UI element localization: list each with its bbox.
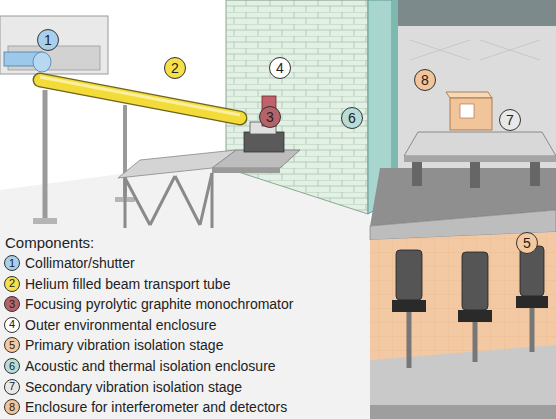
legend-row: 3 Focusing pyrolytic graphite monochromat… (4, 294, 293, 314)
legend-text: Acoustic and thermal isolation enclosure (25, 359, 276, 373)
legend-swatch: 4 (4, 317, 20, 333)
legend-text: Focusing pyrolytic graphite monochromato… (25, 297, 293, 311)
legend-heading: Components: (5, 234, 94, 252)
callout-number: 6 (341, 107, 363, 129)
legend-row: 7 Secondary vibration isolation stage (4, 377, 242, 397)
legend-row: 8 Enclosure for interferometer and detect… (4, 397, 287, 417)
callout-number: 5 (516, 232, 538, 254)
callout-number: 7 (9, 381, 15, 392)
callout-number: 7 (499, 109, 521, 131)
callout-number: 4 (269, 57, 291, 79)
legend-swatch: 5 (4, 337, 20, 353)
legend-text: Enclosure for interferometer and detecto… (25, 400, 287, 414)
legend-row: 1 Collimator/shutter (4, 253, 135, 273)
callout-number: 6 (9, 361, 15, 372)
callout-number: 4 (9, 319, 15, 330)
legend-text: Secondary vibration isolation stage (25, 380, 242, 394)
callout-number: 1 (9, 258, 15, 269)
callout-number: 8 (414, 69, 436, 91)
legend-text: Outer environmental enclosure (25, 318, 216, 332)
legend-swatch: 1 (4, 255, 20, 271)
callout-number: 8 (9, 402, 15, 413)
callout-number: 2 (164, 57, 186, 79)
legend-text: Collimator/shutter (25, 256, 135, 270)
callout-number: 5 (9, 340, 15, 351)
legend-row: 2 Helium filled beam transport tube (4, 274, 230, 294)
legend-text: Primary vibration isolation stage (25, 338, 223, 352)
callout-number: 1 (37, 29, 59, 51)
legend-swatch: 6 (4, 358, 20, 374)
legend-row: 5 Primary vibration isolation stage (4, 335, 223, 355)
legend-swatch: 8 (4, 399, 20, 415)
legend-row: 6 Acoustic and thermal isolation enclosur… (4, 356, 276, 376)
legend-swatch: 2 (4, 276, 20, 292)
callout-number: 3 (9, 299, 15, 310)
legend-row: 4 Outer environmental enclosure (4, 315, 216, 335)
legend-swatch: 3 (4, 296, 20, 312)
callout-number: 3 (259, 106, 281, 128)
callout-number: 2 (9, 278, 15, 289)
legend-swatch: 7 (4, 379, 20, 395)
legend-text: Helium filled beam transport tube (25, 277, 230, 291)
